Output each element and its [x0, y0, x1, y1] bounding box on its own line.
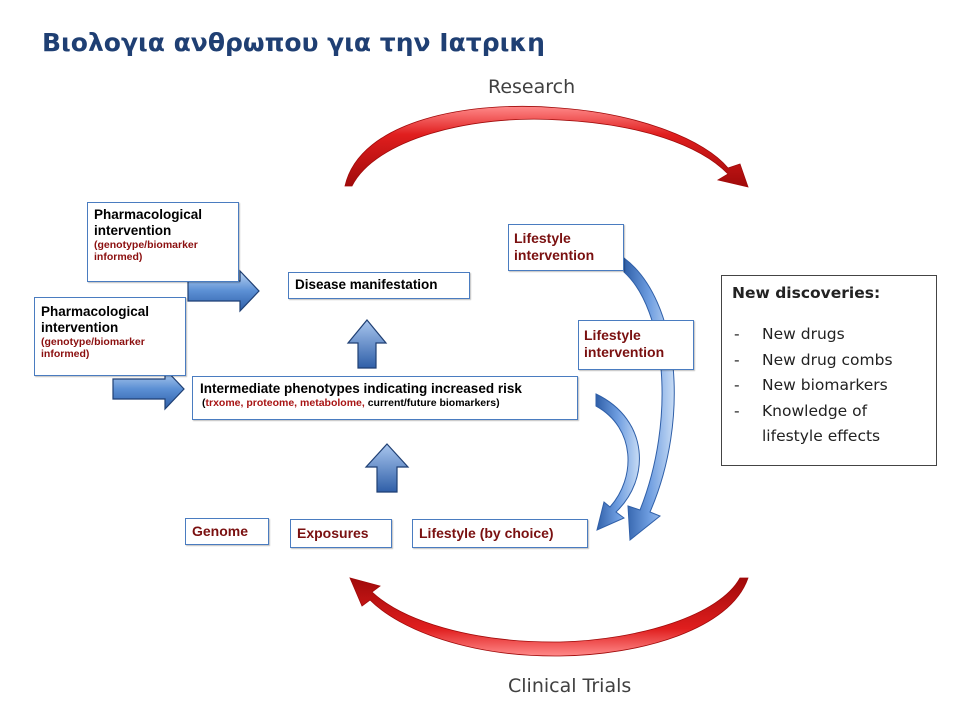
lifestyle-intervention-box-2: Lifestyle intervention [578, 320, 694, 370]
pharmacological-intervention-box-2: Pharmacological intervention (genotype/b… [34, 297, 186, 376]
clinical-trials-arrow [349, 577, 749, 657]
intermediate-sub-omics: trxome, proteome, metabolome, [205, 397, 368, 409]
disease-manifestation-text: Disease manifestation [295, 277, 438, 292]
pharm1-main-text: Pharmacological intervention [94, 207, 203, 238]
genome-box: Genome [185, 518, 269, 545]
up-arrow-to-disease [346, 319, 388, 369]
lifestyle2-text: Lifestyle intervention [584, 327, 665, 360]
intermediate-main-text: Intermediate phenotypes indicating incre… [200, 381, 522, 396]
exposures-text: Exposures [297, 525, 369, 541]
clinical-trials-label: Clinical Trials [508, 675, 632, 697]
lifestyle-intervention-box-1: Lifestyle intervention [508, 224, 624, 271]
list-item-text: New drugs [762, 325, 845, 343]
list-item: - New biomarkers [732, 373, 926, 399]
pharm2-main-text: Pharmacological intervention [41, 304, 150, 335]
lifestyle1-curved-arrow [623, 256, 675, 541]
pharm1-sub-text: (genotype/biomarker informed) [94, 239, 198, 263]
list-dash: - [734, 325, 740, 343]
pharm2-arrow [112, 367, 185, 411]
new-discoveries-box: New discoveries: - New drugs - New drug co… [721, 275, 937, 466]
lifestyle1-text: Lifestyle intervention [514, 230, 595, 263]
intermediate-sub-open: ( [202, 397, 206, 409]
new-discoveries-list: - New drugs - New drug combs - New biomarke… [732, 322, 926, 450]
intermediate-phenotypes-box: Intermediate phenotypes indicating incre… [192, 376, 578, 420]
exposures-box: Exposures [290, 519, 392, 548]
lifestyle-by-choice-box: Lifestyle (by choice) [412, 519, 588, 548]
disease-manifestation-box: Disease manifestation [288, 272, 470, 299]
page-title: Βιολογια ανθρωπου για την Ιατρικη [42, 28, 545, 57]
research-arrow [344, 105, 749, 188]
list-item-text: Knowledge of lifestyle effects [762, 401, 881, 446]
list-dash: - [734, 401, 740, 420]
list-item-text: New drug combs [762, 350, 893, 369]
pharm2-sub-text: (genotype/biomarker informed) [41, 336, 145, 360]
list-item: - Knowledge of lifestyle effects [732, 399, 926, 450]
list-dash: - [734, 376, 740, 394]
research-label: Research [488, 76, 576, 98]
list-dash: - [734, 350, 740, 369]
intermediate-curved-arrow [595, 393, 640, 531]
lifestyle-by-choice-text: Lifestyle (by choice) [419, 525, 554, 541]
intermediate-sub-biomarkers: current/future biomarkers) [367, 397, 500, 409]
up-arrow-to-intermediate [364, 443, 410, 493]
pharmacological-intervention-box-1: Pharmacological intervention (genotype/b… [87, 202, 239, 282]
list-item: - New drug combs [732, 348, 926, 374]
list-item: - New drugs [732, 322, 926, 348]
genome-text: Genome [192, 523, 249, 539]
list-item-text: New biomarkers [762, 376, 888, 394]
new-discoveries-heading: New discoveries: [732, 284, 881, 302]
intermediate-sub-text: (trxome, proteome, metabolome, current/f… [200, 397, 570, 409]
